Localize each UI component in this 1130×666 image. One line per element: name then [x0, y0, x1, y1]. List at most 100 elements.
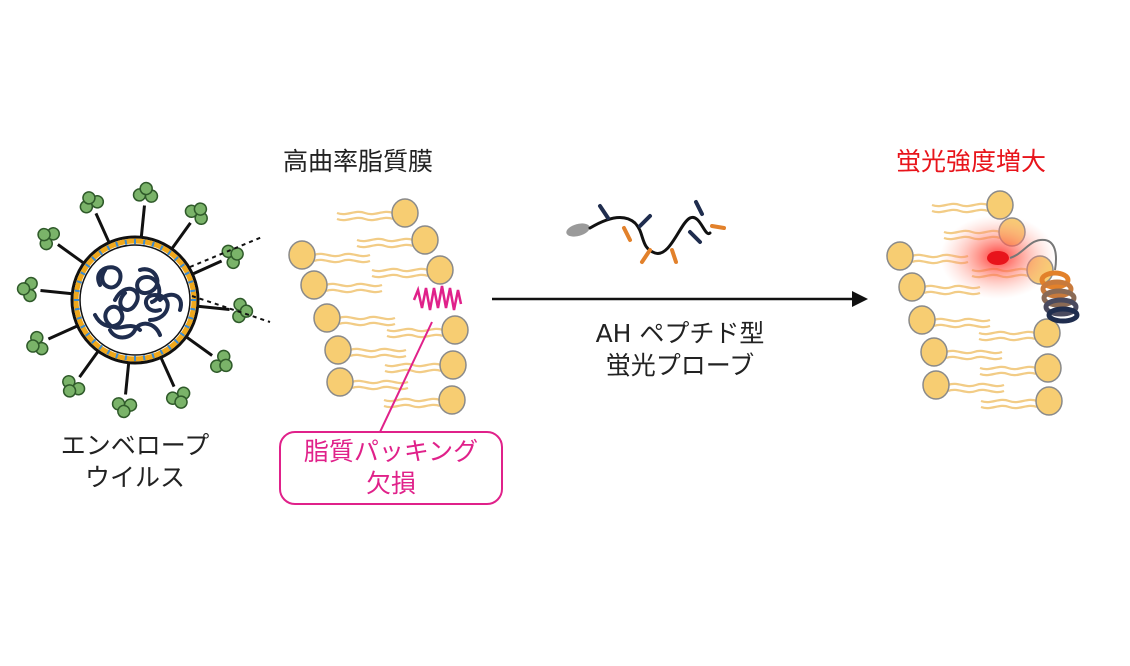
- spike-stalk: [170, 222, 192, 250]
- lipid-tail: [386, 333, 444, 339]
- spike-head-icon: [26, 330, 49, 356]
- virus-label-line1: エンベロープ: [60, 431, 210, 460]
- lipid-tail: [356, 243, 414, 249]
- amphipathic-helix-icon: [1039, 270, 1080, 324]
- lipid-tail: [933, 317, 991, 323]
- lipid-tail: [356, 237, 414, 243]
- result-title: 蛍光強度増大: [896, 147, 1047, 176]
- lipid-head: [288, 240, 316, 270]
- lipid-head: [426, 255, 454, 285]
- curved-membrane: [288, 198, 469, 433]
- lipid-head: [313, 303, 341, 333]
- spike-stalk: [94, 212, 111, 244]
- spike-stalk: [40, 289, 73, 296]
- spike-stalk: [47, 324, 79, 341]
- lipid-tail: [979, 371, 1037, 377]
- spike-stalk: [124, 362, 131, 395]
- spike-head-icon: [209, 349, 233, 373]
- spike-stalk: [197, 304, 230, 311]
- lipid-head: [898, 272, 926, 302]
- probe-label: AH ペプチド型 蛍光プローブ: [560, 318, 800, 382]
- defect-callout: 脂質パッキング 欠損: [279, 431, 503, 505]
- spike-head-icon: [132, 181, 159, 203]
- lipid-tail: [349, 353, 407, 359]
- spike-head-icon: [37, 227, 61, 251]
- lipid-tail: [338, 315, 396, 321]
- spike-stalk: [185, 335, 213, 357]
- lipid-tail: [349, 347, 407, 353]
- lipid-tails: [313, 210, 444, 409]
- lipid-tail: [931, 208, 989, 214]
- spike-stalk: [57, 243, 85, 265]
- fluorophore-icon: [566, 223, 590, 237]
- packing-defect: [412, 285, 463, 311]
- virus-label-line2: ウイルス: [84, 463, 185, 492]
- lipid-tail: [945, 349, 1003, 355]
- lipid-tail: [978, 336, 1036, 342]
- lipid-tail: [947, 382, 1005, 388]
- lipid-tail: [351, 379, 409, 385]
- probe-label-line2: 蛍光プローブ: [605, 351, 755, 380]
- membrane-title: 高曲率脂質膜: [283, 147, 434, 176]
- lipid-head: [986, 190, 1014, 220]
- spike-head-icon: [62, 374, 86, 398]
- spike-head-icon: [79, 191, 105, 214]
- lipid-tail: [325, 288, 383, 294]
- spike-stalk: [139, 205, 146, 238]
- virus-spikes: [16, 181, 254, 419]
- lipid-tail: [313, 252, 371, 258]
- lipid-head: [300, 270, 328, 300]
- probe-icon: [566, 200, 726, 264]
- lipid-tail: [947, 388, 1005, 394]
- lipid-tail: [371, 267, 429, 273]
- lipid-tail: [978, 330, 1036, 336]
- lipid-tail: [384, 368, 442, 374]
- lipid-tail: [338, 321, 396, 327]
- spike-head-icon: [232, 297, 254, 324]
- lipid-tail: [933, 323, 991, 329]
- probe-label-line1: AH ペプチド型: [595, 319, 765, 348]
- lipid-head: [391, 198, 419, 228]
- defect-label-line1: 脂質パッキング: [303, 437, 479, 466]
- lipid-tail: [325, 282, 383, 288]
- lipid-head: [441, 315, 469, 345]
- lipid-tail: [386, 327, 444, 333]
- lipid-head: [438, 385, 466, 415]
- defect-label-line2: 欠損: [365, 469, 416, 498]
- reaction-arrow: [492, 291, 868, 307]
- lipid-head: [411, 225, 439, 255]
- lipid-head: [439, 350, 467, 380]
- lipid-tail: [980, 398, 1038, 404]
- membrane-with-probe: [886, 190, 1080, 416]
- lipid-head: [920, 337, 948, 367]
- lipid-heads: [288, 198, 469, 415]
- lipid-tail: [336, 216, 394, 222]
- virus-genome: [93, 265, 183, 340]
- lipid-tail: [336, 210, 394, 216]
- lipid-head: [886, 241, 914, 271]
- lipid-tail: [980, 404, 1038, 410]
- spike-head-icon: [165, 386, 191, 409]
- lipid-tail: [931, 202, 989, 208]
- lipid-head: [922, 370, 950, 400]
- lipid-head: [908, 305, 936, 335]
- spike-head-icon: [111, 397, 138, 419]
- envelope-virus: [16, 181, 271, 419]
- lipid-head: [1034, 353, 1062, 383]
- lipid-tail: [945, 355, 1003, 361]
- lipid-head: [324, 335, 352, 365]
- spike-stalk: [191, 259, 223, 276]
- lipid-tail: [384, 362, 442, 368]
- lipid-head: [1035, 386, 1063, 416]
- lipid-tail: [383, 397, 441, 403]
- lipid-tail: [313, 258, 371, 264]
- spike-stalk: [78, 350, 100, 378]
- spike-head-icon: [184, 202, 208, 226]
- spike-head-icon: [16, 276, 38, 303]
- defect-pointer: [379, 321, 433, 433]
- lipid-head: [1033, 318, 1061, 348]
- lipid-tail: [979, 365, 1037, 371]
- lipid-head: [326, 367, 354, 397]
- fluorophore-bright: [987, 251, 1009, 265]
